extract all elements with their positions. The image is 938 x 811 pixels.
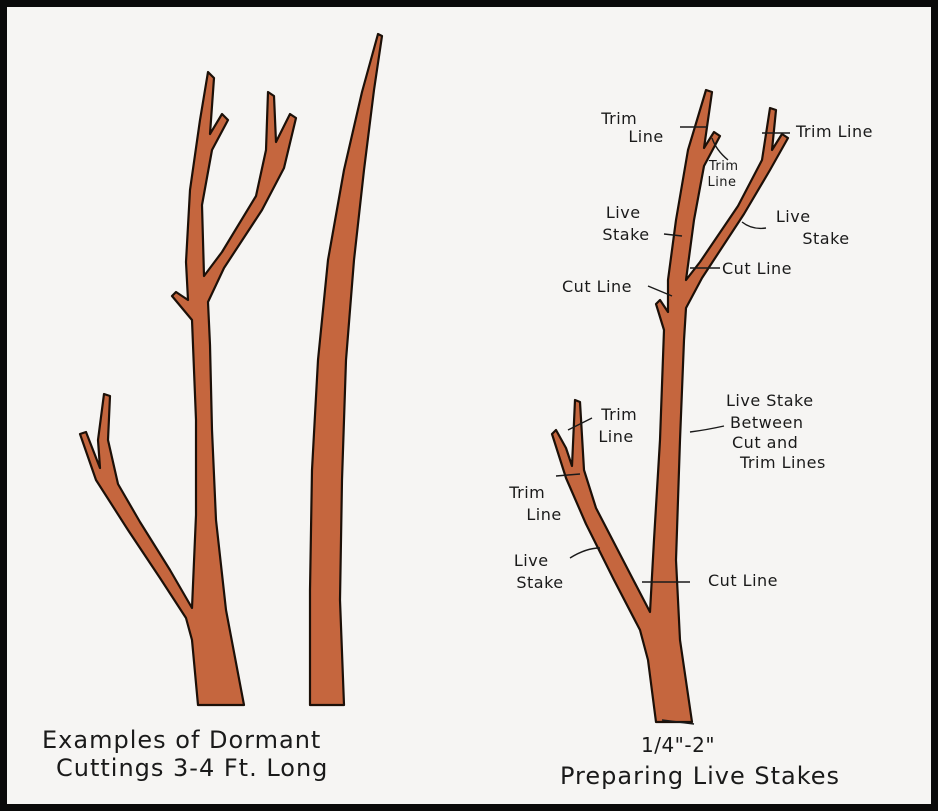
forked-dormant-cutting [80,72,296,705]
label-live-stake-right: Live Stake [776,207,850,248]
label-live-stake-left: Live Stake [602,203,649,244]
label-trim-line-top-left: Trim Line [600,109,663,146]
live-stake-lower-arrow [570,548,600,558]
live-stake-between-arrow [690,426,724,432]
caption-left-line-1: Examples of Dormant [42,726,321,754]
label-cut-line-lower: Cut Line [708,571,778,590]
caption-left-line-2: Cuttings 3-4 Ft. Long [56,754,328,782]
label-cut-line-upper-left: Cut Line [562,277,632,296]
straight-dormant-cutting [310,34,382,705]
label-trim-line-lower-left: Trim Line [508,483,561,524]
live-stake-right-arrow [742,222,766,228]
caption-stake-diameter: 1/4"-2" [641,733,715,757]
forked-cutting-main-stem [80,72,296,705]
label-cut-line-upper-right: Cut Line [722,259,792,278]
label-live-stake-lower: Live Stake [514,551,564,592]
label-trim-line-lower: Trim Line [598,405,642,446]
straight-cutting-stem [310,34,382,705]
label-live-stake-between: Live Stake Between Cut and Trim Lines [726,391,826,472]
label-trim-line-small: Trim Line [707,159,743,190]
label-trim-line-top-right: Trim Line [795,122,873,141]
caption-preparing-live-stakes: Preparing Live Stakes [560,762,840,790]
